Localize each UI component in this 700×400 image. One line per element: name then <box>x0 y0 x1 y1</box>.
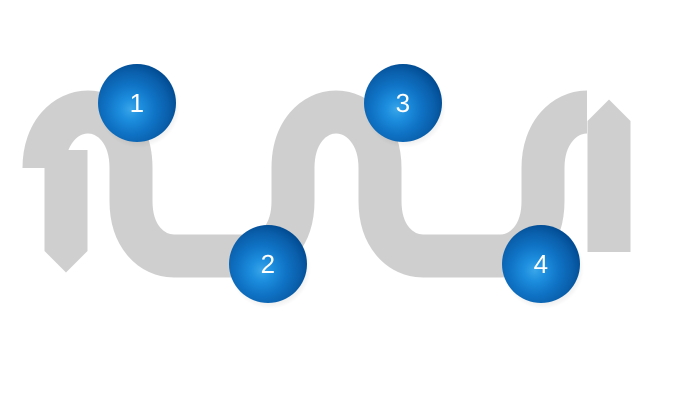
node-1-sphere[interactable] <box>98 64 176 142</box>
node-3-sphere[interactable] <box>364 64 442 142</box>
node-4-sphere[interactable] <box>502 225 580 303</box>
node-4[interactable]: 4 <box>502 225 580 303</box>
node-1[interactable]: 1 <box>98 64 176 142</box>
node-4-label: 4 <box>533 249 549 279</box>
ribbon-start-cap-chevron-down <box>44 150 88 273</box>
node-2[interactable]: 2 <box>229 225 307 303</box>
node-2-label: 2 <box>260 249 276 279</box>
node-2-sphere[interactable] <box>229 225 307 303</box>
node-3[interactable]: 3 <box>364 64 442 142</box>
node-3-label: 3 <box>395 88 411 118</box>
node-1-label: 1 <box>129 88 145 118</box>
ribbon-end-vertical-join <box>587 180 631 252</box>
node-spheres <box>98 64 580 303</box>
